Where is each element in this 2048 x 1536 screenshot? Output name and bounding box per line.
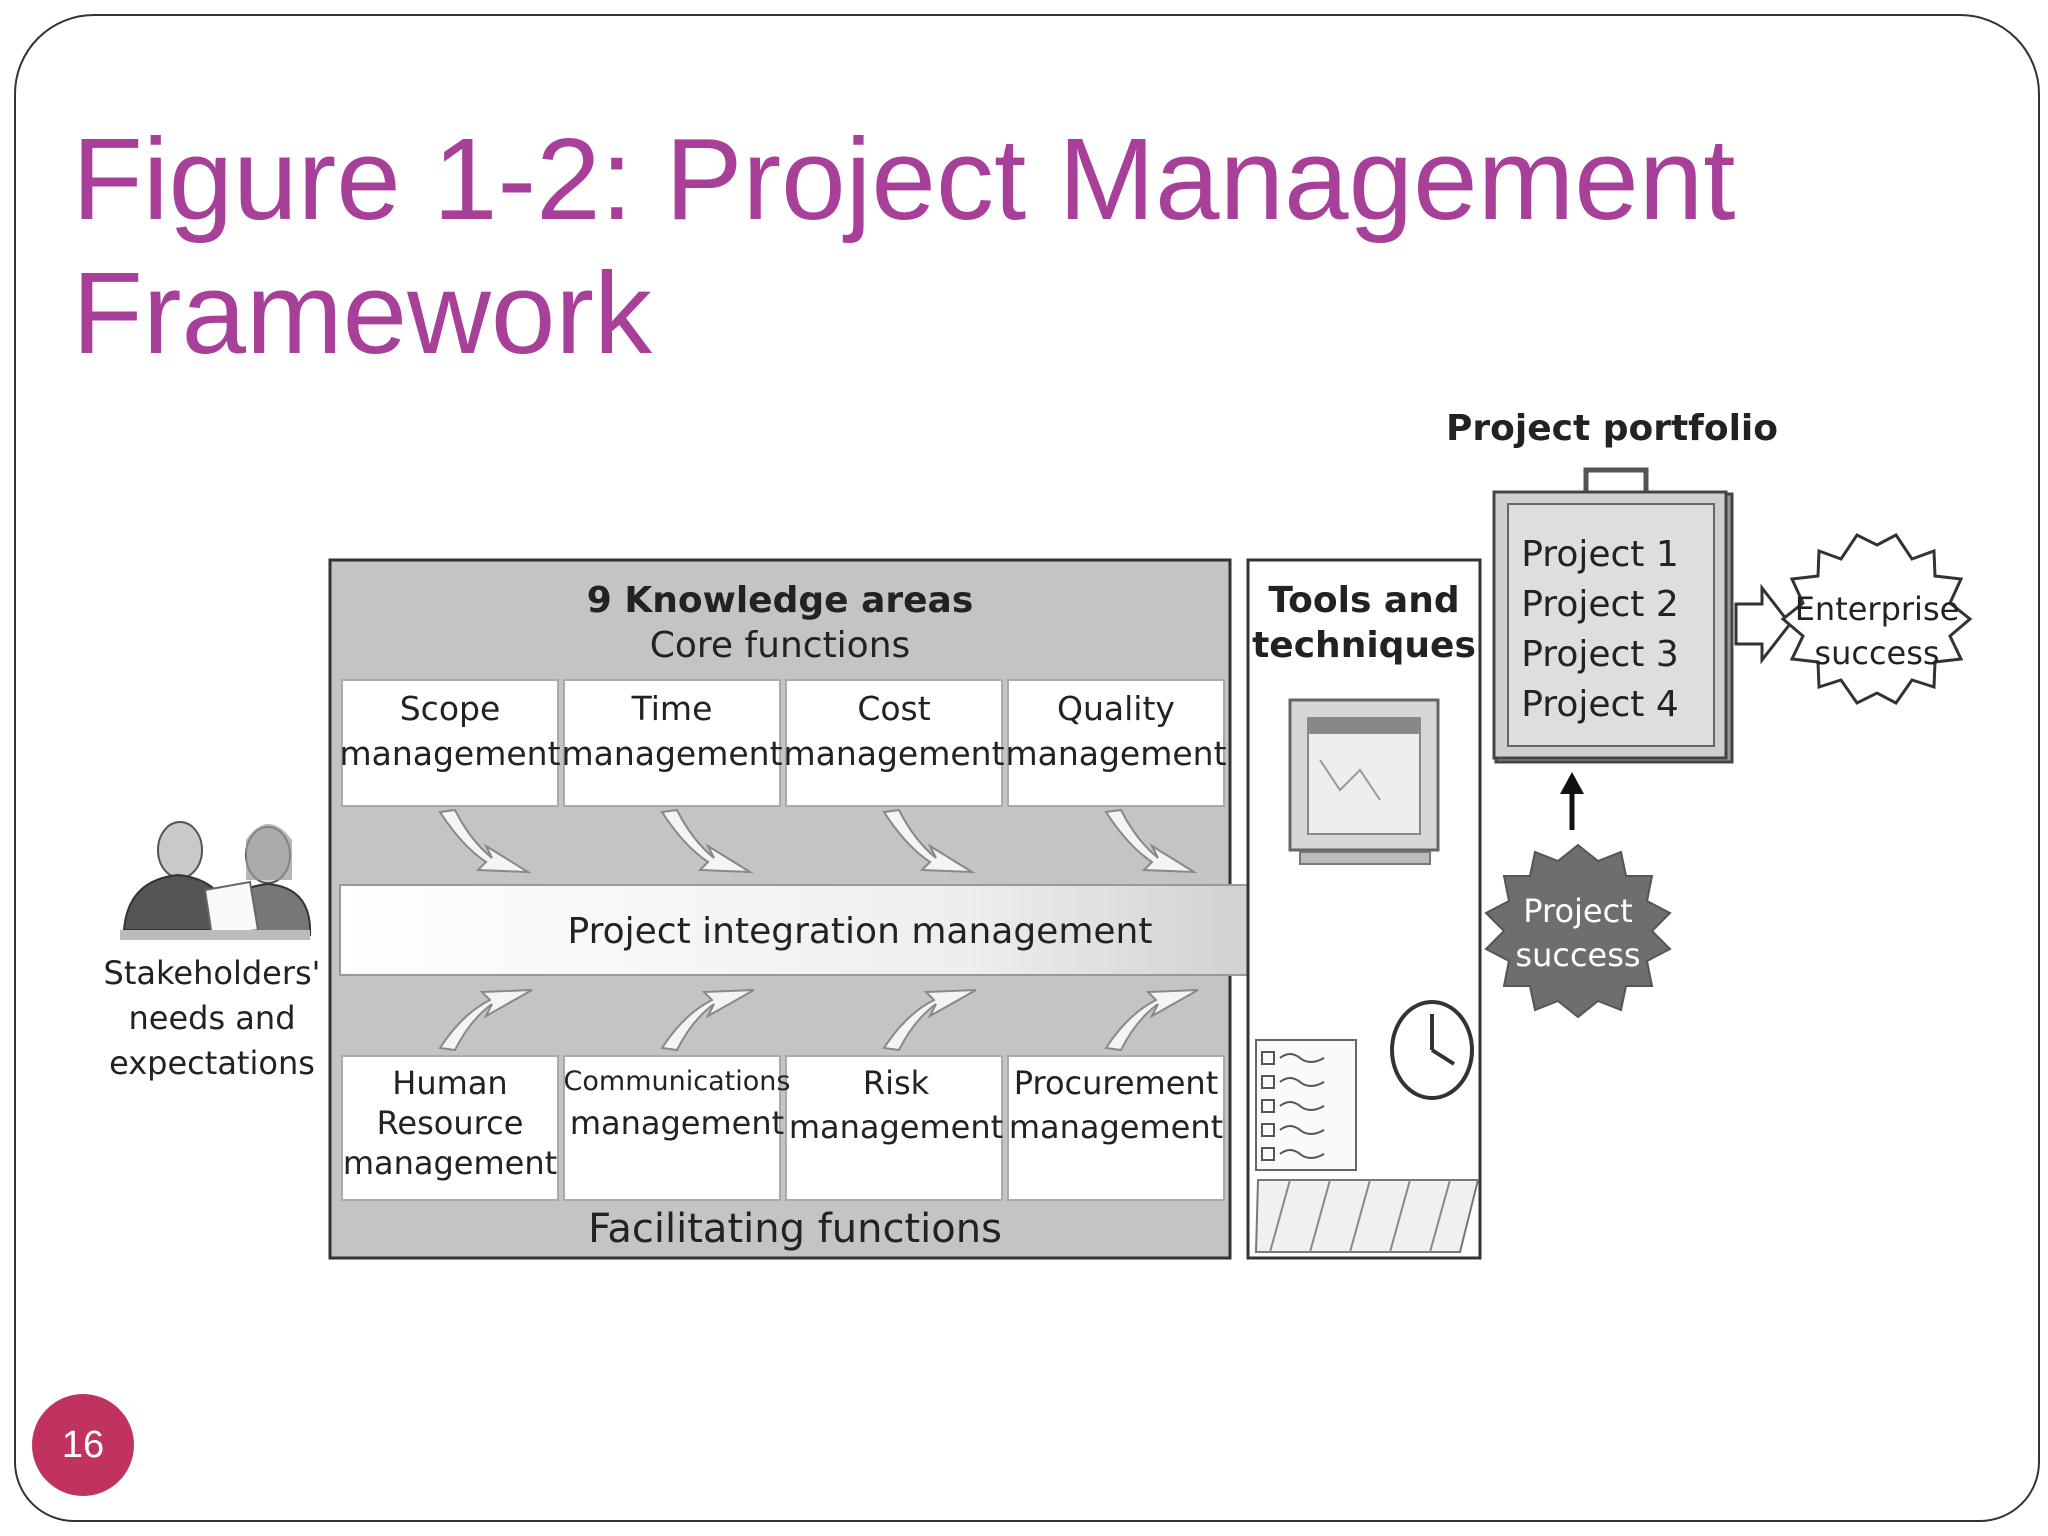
procurement-management-label: management	[1009, 1108, 1223, 1146]
quality-management-label: management	[1005, 734, 1226, 773]
facilitating-function-box	[785, 1055, 1003, 1201]
scope-management-label: Scope	[400, 689, 501, 728]
enterprise-success-burst	[1780, 533, 1973, 705]
core-functions-label: Core functions	[650, 625, 911, 666]
tools-label-line: Tools and	[1268, 580, 1459, 621]
facilitating-functions-label: Facilitating functions	[588, 1206, 1002, 1252]
communications-management-label: management	[570, 1104, 784, 1142]
integration-management-label: Project integration management	[568, 911, 1153, 952]
risk-management-label: management	[789, 1108, 1003, 1146]
stakeholders-label-line: expectations	[109, 1044, 315, 1082]
core-to-integration-arrows	[438, 808, 1198, 874]
enterprise-success-label: Enterprise	[1795, 590, 1960, 628]
computer-illustration	[1288, 698, 1440, 865]
facilitating-function-box	[1007, 1055, 1225, 1201]
human-resource-management-label: management	[343, 1144, 557, 1182]
facilitating-to-integration-arrows	[438, 989, 1199, 1052]
facilitating-functions: Human Resource management Communications…	[341, 1055, 1225, 1201]
briefcase-icon	[1492, 467, 1734, 764]
page-number-badge: 16	[32, 1394, 134, 1496]
portfolio-project-item: Project 3	[1521, 634, 1679, 675]
tools-label-line: techniques	[1252, 625, 1476, 666]
portfolio-project-item: Project 2	[1521, 584, 1679, 625]
communications-management-label: Communications	[564, 1066, 791, 1097]
quality-management-label: Quality	[1057, 689, 1175, 728]
portfolio-project-item: Project 1	[1521, 534, 1679, 575]
procurement-management-label: Procurement	[1014, 1064, 1218, 1102]
facilitating-function-box	[563, 1055, 781, 1201]
time-management-label: management	[561, 734, 782, 773]
facilitating-function-box	[341, 1055, 559, 1201]
project-success-burst	[1484, 843, 1672, 1019]
clock-icon	[1390, 1000, 1474, 1100]
cost-management-label: management	[783, 734, 1004, 773]
risk-management-label: Risk	[863, 1064, 930, 1102]
project-success-label: success	[1515, 936, 1640, 974]
stakeholders-label-line: needs and	[128, 999, 295, 1037]
slide-title: Figure 1-2: Project Management Framework	[72, 114, 1736, 378]
core-functions: Scope management Time management Cost ma…	[339, 679, 1227, 807]
cost-management-label: Cost	[857, 689, 930, 728]
human-resource-management-label: Human	[392, 1064, 507, 1102]
core-function-box	[1007, 679, 1225, 807]
core-function-box	[341, 679, 559, 807]
project-success-label: Project	[1523, 892, 1632, 930]
human-resource-management-label: Resource	[377, 1104, 524, 1142]
knowledge-areas-heading: 9 Knowledge areas	[587, 580, 974, 621]
time-management-label: Time	[631, 689, 713, 728]
stakeholders-label-line: Stakeholders'	[104, 954, 321, 992]
portfolio-project-item: Project 4	[1521, 684, 1679, 725]
portfolio-to-enterprise-arrow	[1734, 583, 1792, 665]
core-function-box	[563, 679, 781, 807]
stakeholders-illustration	[120, 821, 312, 940]
enterprise-success-label: success	[1814, 634, 1939, 672]
checklist-illustration	[1254, 1039, 1480, 1253]
core-function-box	[785, 679, 1003, 807]
project-portfolio-heading: Project portfolio	[1446, 408, 1778, 449]
success-to-portfolio-arrow	[1560, 772, 1584, 830]
scope-management-label: management	[339, 734, 560, 773]
